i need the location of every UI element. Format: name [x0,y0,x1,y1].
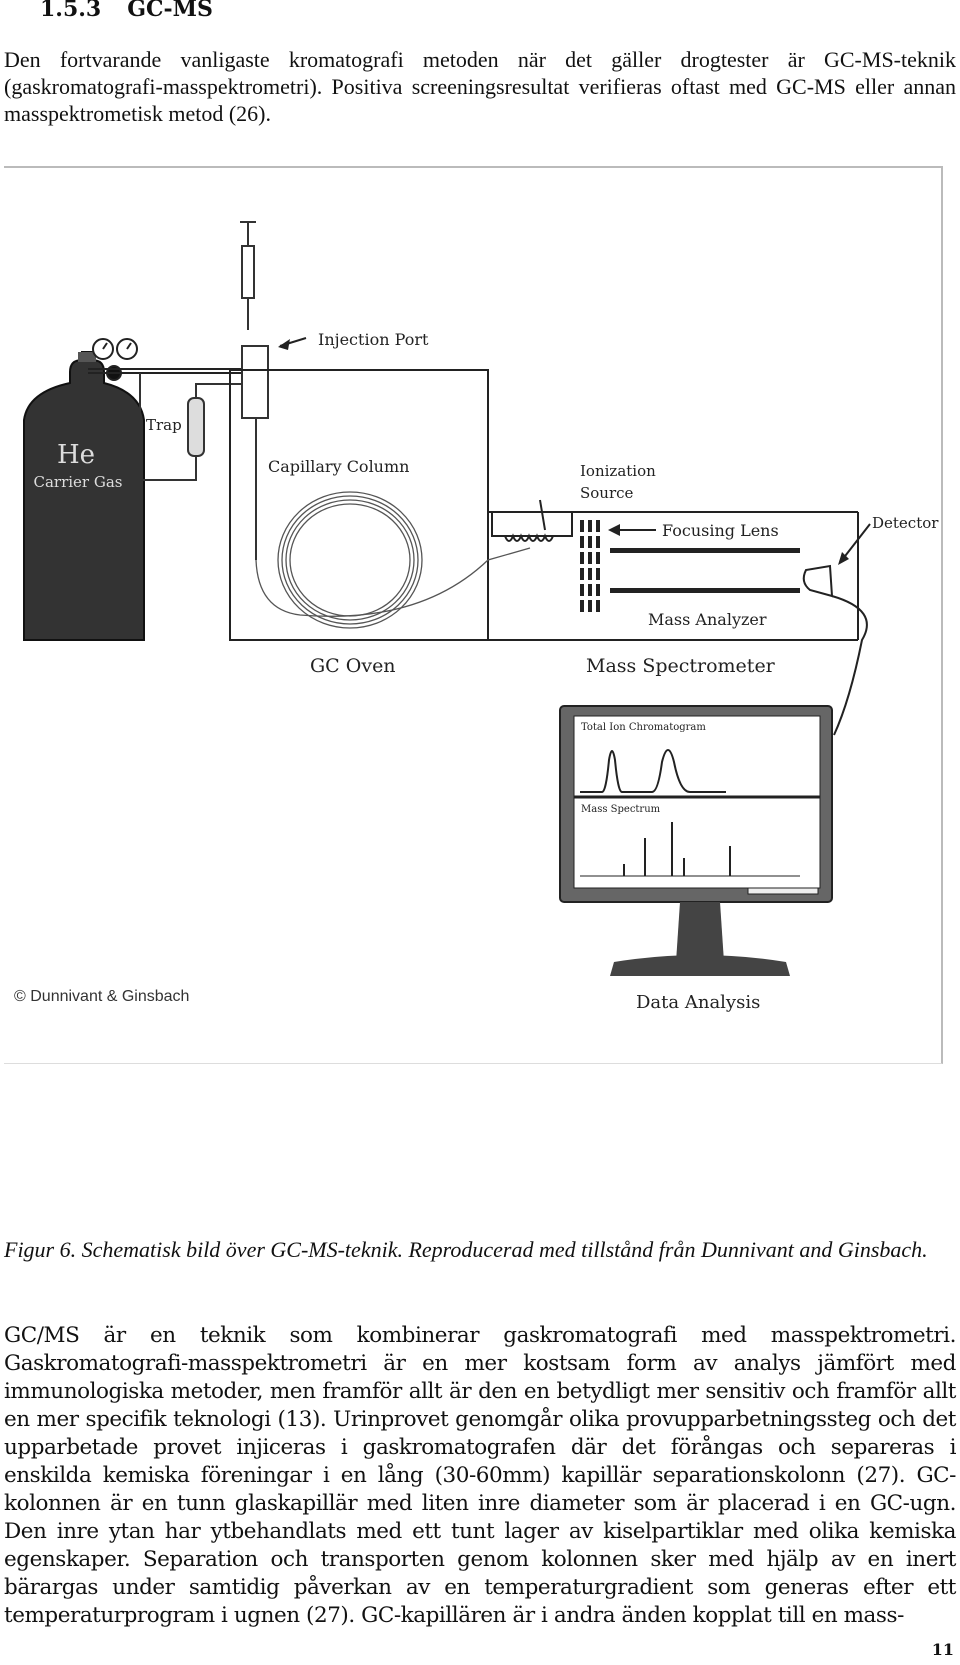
mass-analyzer-label: Mass Analyzer [648,610,767,629]
focusing-lens-plates [580,520,600,612]
helium-cylinder: He Carrier Gas [23,351,145,641]
focusing-lens-label: Focusing Lens [662,521,779,540]
mass-spectrum-label: Mass Spectrum [581,804,661,815]
ionization-label: Ionization [580,462,656,480]
injection-port [241,345,269,419]
regulator-gauges [88,338,246,381]
page-number: 11 [931,1640,954,1659]
he-label: He [57,440,95,470]
trap-label: Trap [146,416,182,434]
section-title: GC-MS [127,0,213,22]
figure-frame [4,166,943,1064]
detector [802,564,834,598]
intro-paragraph: Den fortvarande vanligaste kromatografi … [4,47,956,126]
detector-label: Detector [872,514,939,532]
data-analysis-label: Data Analysis [636,992,760,1013]
section-heading: 1.5.3 GC-MS [40,0,213,22]
ionization-source [491,511,573,537]
carrier-gas-label: Carrier Gas [34,473,123,491]
syringe [240,221,256,330]
mass-analyzer-rod-bottom [610,588,800,593]
figure-caption: Figur 6. Schematisk bild över GC-MS-tekn… [4,1237,928,1262]
gc-ms-schematic: He Carrier Gas Trap Injection Port Capil… [14,221,939,1013]
copyright-label: © Dunnivant & Ginsbach [14,988,189,1005]
gc-oven [229,369,489,641]
computer-monitor [559,705,833,976]
capillary-column-label: Capillary Column [268,457,409,476]
gc-oven-label: GC Oven [310,655,396,677]
tic-label: Total Ion Chromatogram [581,722,706,733]
section-number: 1.5.3 [40,0,102,22]
detector-cable [831,595,868,736]
injection-port-label: Injection Port [318,330,429,349]
capillary-column [255,491,531,629]
source-label: Source [580,484,634,502]
mass-spectrometer-label: Mass Spectrometer [586,655,776,677]
mass-analyzer-rod-top [610,548,800,553]
trap [139,373,246,481]
body-paragraph: GC/MS är en teknik som kombinerar gaskro… [4,1323,956,1628]
